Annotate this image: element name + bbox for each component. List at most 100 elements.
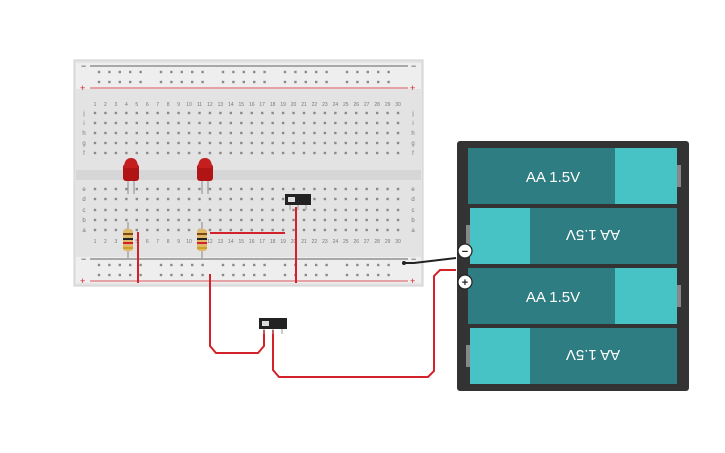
breadboard-hole[interactable] [93,151,97,155]
breadboard-hole[interactable] [253,273,256,277]
breadboard-hole[interactable] [135,208,138,212]
breadboard-hole[interactable] [118,80,121,84]
breadboard-hole[interactable] [313,141,316,145]
breadboard-hole[interactable] [387,70,390,74]
breadboard-hole[interactable] [191,273,194,277]
breadboard-hole[interactable] [313,228,316,232]
breadboard-hole[interactable] [208,151,212,155]
breadboard-hole[interactable] [221,273,225,277]
breadboard-hole[interactable] [271,208,274,212]
breadboard-hole[interactable] [325,273,328,277]
breadboard-hole[interactable] [93,197,97,201]
breadboard-hole[interactable] [396,131,400,135]
breadboard-hole[interactable] [323,197,327,201]
breadboard-hole[interactable] [325,263,328,267]
breadboard-hole[interactable] [355,187,358,191]
breadboard-hole[interactable] [166,141,170,145]
breadboard-hole[interactable] [344,121,347,125]
breadboard-hole[interactable] [198,218,201,222]
breadboard-hole[interactable] [118,263,121,267]
breadboard-hole[interactable] [139,273,142,277]
breadboard-hole[interactable] [191,70,194,74]
breadboard-hole[interactable] [250,187,253,191]
breadboard-hole[interactable] [263,263,266,267]
breadboard-hole[interactable] [240,208,243,212]
breadboard-hole[interactable] [281,208,285,212]
led-1[interactable] [123,158,139,194]
breadboard-hole[interactable] [219,197,222,201]
breadboard-hole[interactable] [177,141,180,145]
breadboard-hole[interactable] [283,263,287,267]
breadboard-hole[interactable] [377,80,380,84]
breadboard-hole[interactable] [253,263,256,267]
breadboard-hole[interactable] [283,70,287,74]
breadboard-hole[interactable] [281,111,285,115]
breadboard-hole[interactable] [345,80,349,84]
breadboard-hole[interactable] [386,228,389,232]
breadboard-hole[interactable] [166,131,170,135]
breadboard-hole[interactable] [129,70,132,74]
breadboard-hole[interactable] [355,111,358,115]
breadboard-hole[interactable] [281,187,285,191]
breadboard-hole[interactable] [166,218,170,222]
breadboard-hole[interactable] [263,70,266,74]
breadboard-hole[interactable] [313,131,316,135]
breadboard-hole[interactable] [355,218,358,222]
breadboard-hole[interactable] [334,121,337,125]
slide-switch-external[interactable] [259,318,287,334]
breadboard-hole[interactable] [219,111,222,115]
breadboard-hole[interactable] [355,228,358,232]
breadboard-hole[interactable] [198,131,201,135]
breadboard-hole[interactable] [219,121,222,125]
breadboard-hole[interactable] [146,197,149,201]
breadboard-hole[interactable] [177,111,180,115]
resistor-1[interactable] [123,222,133,258]
breadboard-hole[interactable] [344,228,347,232]
breadboard-hole[interactable] [146,121,149,125]
breadboard-hole[interactable] [139,263,142,267]
breadboard-hole[interactable] [93,141,97,145]
breadboard-hole[interactable] [345,273,349,277]
breadboard-hole[interactable] [240,151,243,155]
breadboard-hole[interactable] [334,218,337,222]
breadboard-hole[interactable] [396,121,400,125]
breadboard-hole[interactable] [281,228,285,232]
breadboard-hole[interactable] [146,208,149,212]
breadboard-hole[interactable] [156,218,159,222]
breadboard-hole[interactable] [208,121,212,125]
breadboard-hole[interactable] [219,151,222,155]
breadboard-hole[interactable] [93,187,97,191]
breadboard-hole[interactable] [159,263,163,267]
breadboard-hole[interactable] [396,151,400,155]
slide-switch-board[interactable] [285,194,311,210]
breadboard-hole[interactable] [170,273,173,277]
breadboard-hole[interactable] [386,131,389,135]
breadboard-hole[interactable] [208,218,212,222]
red-wire-to-switch[interactable] [209,274,265,354]
breadboard-hole[interactable] [344,141,347,145]
breadboard-hole[interactable] [114,218,118,222]
breadboard-hole[interactable] [229,131,233,135]
breadboard-hole[interactable] [187,187,191,191]
breadboard-hole[interactable] [396,111,400,115]
breadboard-hole[interactable] [191,263,194,267]
breadboard-hole[interactable] [396,208,400,212]
breadboard-hole[interactable] [386,208,389,212]
breadboard-hole[interactable] [271,111,274,115]
breadboard-hole[interactable] [156,151,159,155]
breadboard-hole[interactable] [253,70,256,74]
breadboard-hole[interactable] [229,187,233,191]
breadboard-hole[interactable] [229,218,233,222]
breadboard-hole[interactable] [166,197,170,201]
breadboard-hole[interactable] [97,263,101,267]
breadboard-hole[interactable] [386,151,389,155]
breadboard-hole[interactable] [108,70,111,74]
breadboard-hole[interactable] [135,141,138,145]
breadboard-hole[interactable] [242,80,245,84]
breadboard-hole[interactable] [198,208,201,212]
breadboard-hole[interactable] [125,131,128,135]
breadboard-hole[interactable] [177,151,180,155]
breadboard-hole[interactable] [198,151,201,155]
breadboard-hole[interactable] [281,151,285,155]
breadboard-hole[interactable] [208,111,212,115]
